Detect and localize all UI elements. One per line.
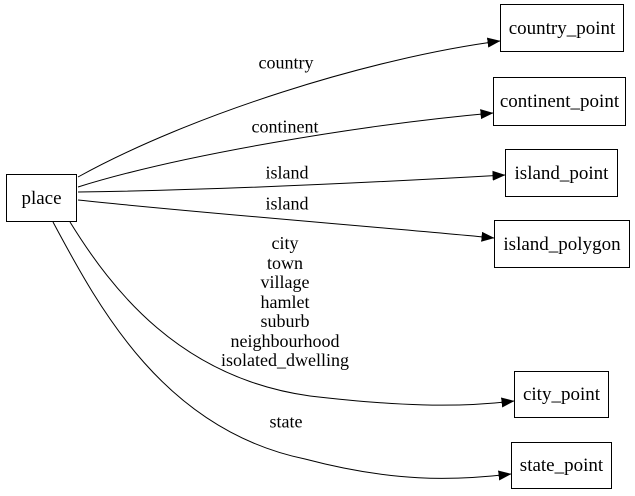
node-continent-point: continent_point [493, 77, 626, 126]
edge-label-city-types: city town village hamlet suburb neighbou… [221, 232, 349, 370]
node-place: place [6, 174, 77, 222]
edge-label-continent: continent [251, 116, 319, 137]
node-country-point: country_point [500, 4, 624, 52]
edge-label-country: country [258, 52, 314, 73]
edge-label-state: state [269, 411, 303, 432]
node-city-point: city_point [514, 371, 609, 418]
edge-place-country_point [77, 37, 501, 178]
node-state-point: state_point [511, 442, 612, 489]
edge-place-island_point [77, 170, 506, 193]
edge-place-island_polygon [77, 199, 495, 242]
edge-place-continent_point [77, 109, 494, 188]
edge-place-city_point [69, 221, 515, 408]
node-island-point: island_point [505, 149, 618, 197]
edge-label-island-polygon: island [265, 193, 309, 214]
edge-label-island-point: island [265, 162, 309, 183]
edge-place-state_point [52, 221, 512, 481]
node-island-polygon: island_polygon [494, 220, 630, 268]
